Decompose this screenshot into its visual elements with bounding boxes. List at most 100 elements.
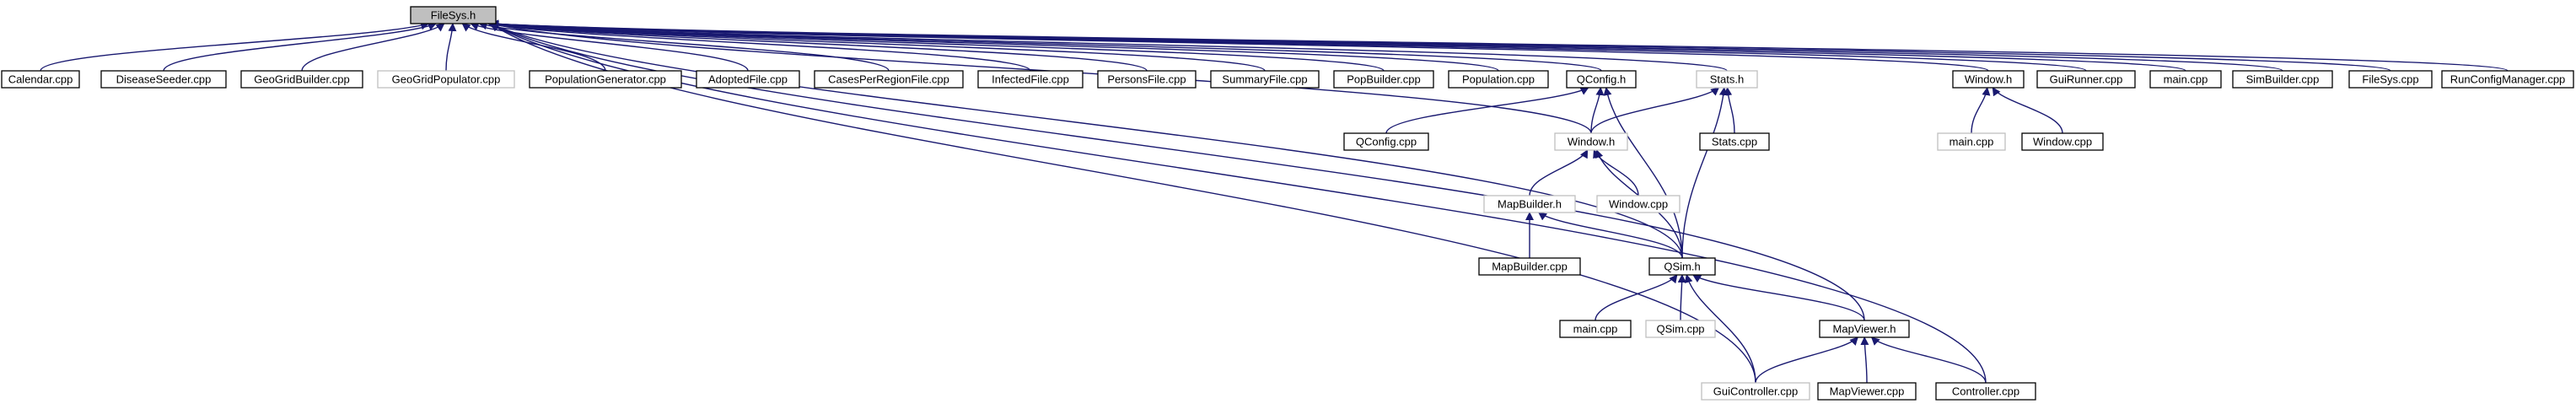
node-label: Stats.h	[1710, 73, 1744, 86]
edge-calendar-to-root	[40, 21, 430, 72]
node-label: QConfig.h	[1577, 73, 1627, 86]
edge-qsimh-to-mapbuilderh	[1538, 212, 1683, 259]
node-populationgenerator[interactable]: PopulationGenerator.cpp	[529, 70, 682, 89]
node-label: GeoGridPopulator.cpp	[392, 73, 501, 86]
node-box	[1210, 70, 1320, 89]
node-label: GuiRunner.cpp	[2050, 73, 2123, 86]
node-mapbuilderh: MapBuilder.h	[1483, 195, 1576, 213]
edge-mapbuilderh-to-windowh_mid	[1529, 149, 1589, 196]
node-box	[377, 70, 515, 89]
node-box	[100, 70, 227, 89]
node-popbuilder[interactable]: PopBuilder.cpp	[1333, 70, 1434, 89]
edge-summaryfile-to-root	[490, 20, 1266, 72]
node-label: PopBuilder.cpp	[1347, 73, 1420, 86]
node-label: Calendar.cpp	[8, 73, 73, 86]
edge-geogridpopulator-to-root	[445, 23, 457, 72]
node-maincpp_top[interactable]: main.cpp	[2149, 70, 2222, 89]
node-box	[1097, 70, 1197, 89]
node-box	[2441, 70, 2574, 89]
node-geogridbuilder[interactable]: GeoGridBuilder.cpp	[240, 70, 363, 89]
node-population[interactable]: Population.cpp	[1448, 70, 1549, 89]
node-box	[1952, 70, 2025, 89]
node-windowcpp_top[interactable]: Window.cpp	[2021, 132, 2104, 151]
node-box	[1819, 320, 1910, 338]
node-box	[240, 70, 363, 89]
edge-qsimh-to-qconfigh	[1603, 87, 1683, 259]
node-mapviewercpp[interactable]: MapViewer.cpp	[1817, 382, 1917, 401]
node-diseaseseeder[interactable]: DiseaseSeeder.cpp	[100, 70, 227, 89]
node-casesperregion[interactable]: CasesPerRegionFile.cpp	[814, 70, 964, 89]
node-label: main.cpp	[2164, 73, 2208, 86]
node-label: SimBuilder.cpp	[2246, 73, 2320, 86]
node-qconfigcpp[interactable]: QConfig.cpp	[1343, 132, 1429, 151]
node-label: SummaryFile.cpp	[1222, 73, 1307, 86]
node-qconfigh[interactable]: QConfig.h	[1566, 70, 1637, 89]
node-controller[interactable]: Controller.cpp	[1935, 382, 2036, 401]
edge-statsh-to-root	[490, 19, 1728, 72]
node-label: Population.cpp	[1462, 73, 1535, 86]
node-box	[2021, 132, 2104, 151]
node-box	[1333, 70, 1434, 89]
node-label: PopulationGenerator.cpp	[545, 73, 666, 86]
node-label: Stats.cpp	[1712, 136, 1757, 148]
node-label: RunConfigManager.cpp	[2450, 73, 2566, 86]
node-summaryfile[interactable]: SummaryFile.cpp	[1210, 70, 1320, 89]
node-box	[814, 70, 964, 89]
node-statscpp[interactable]: Stats.cpp	[1699, 132, 1770, 151]
node-filesyscpp[interactable]: FileSys.cpp	[2348, 70, 2433, 89]
node-mapbuildercpp[interactable]: MapBuilder.cpp	[1478, 257, 1581, 276]
edge-mapviewerh-to-qsimh	[1692, 274, 1865, 321]
node-box	[2348, 70, 2433, 89]
node-runconfigmanager[interactable]: RunConfigManager.cpp	[2441, 70, 2574, 89]
edge-windowh_mid-to-qconfigh	[1590, 87, 1605, 134]
node-box	[2149, 70, 2222, 89]
node-windowh_mid: Window.h	[1554, 132, 1628, 151]
node-label: AdoptedFile.cpp	[708, 73, 788, 86]
node-box	[1696, 70, 1758, 89]
edge-qsimh-to-root	[490, 23, 1683, 259]
node-adoptedfile[interactable]: AdoptedFile.cpp	[696, 70, 800, 89]
node-label: QSim.cpp	[1656, 323, 1704, 336]
edge-personsfile-to-root	[490, 20, 1148, 72]
node-calendar[interactable]: Calendar.cpp	[1, 70, 80, 89]
node-label: InfectedFile.cpp	[992, 73, 1069, 86]
node-statsh: Stats.h	[1696, 70, 1758, 89]
node-geogridpopulator: GeoGridPopulator.cpp	[377, 70, 515, 89]
node-label: MapViewer.cpp	[1830, 385, 1905, 398]
node-box	[1701, 382, 1810, 401]
edge-geogridbuilder-to-root	[301, 23, 445, 72]
node-mapviewerh[interactable]: MapViewer.h	[1819, 320, 1910, 338]
node-maincpp_qsim[interactable]: main.cpp	[1559, 320, 1632, 338]
node-box	[529, 70, 682, 89]
node-box	[1937, 132, 2006, 151]
node-windowh_top[interactable]: Window.h	[1952, 70, 2025, 89]
edge-infectedfile-to-root	[487, 20, 1031, 72]
node-qsimh[interactable]: QSim.h	[1648, 257, 1716, 276]
node-personsfile[interactable]: PersonsFile.cpp	[1097, 70, 1197, 89]
node-simbuilder[interactable]: SimBuilder.cpp	[2232, 70, 2333, 89]
node-box	[1935, 382, 2036, 401]
node-label: GuiController.cpp	[1713, 385, 1798, 398]
edge-diseaseseeder-to-root	[163, 22, 437, 72]
node-label: Window.cpp	[1609, 198, 1668, 211]
node-label: DiseaseSeeder.cpp	[116, 73, 212, 86]
edge-maincpp_qsim-to-qsimh	[1595, 274, 1678, 321]
node-qsimcpp: QSim.cpp	[1645, 320, 1716, 338]
node-root[interactable]: FileSys.h	[410, 6, 497, 24]
node-box	[977, 70, 1084, 89]
node-guicontroller: GuiController.cpp	[1701, 382, 1810, 401]
node-guirunner[interactable]: GuiRunner.cpp	[2036, 70, 2136, 89]
node-label: FileSys.cpp	[2362, 73, 2418, 86]
edge-qsimcpp-to-qsimh	[1677, 274, 1686, 321]
node-label: Window.h	[1568, 136, 1615, 148]
node-infectedfile[interactable]: InfectedFile.cpp	[977, 70, 1084, 89]
node-box	[2232, 70, 2333, 89]
node-label: FileSys.h	[431, 9, 476, 22]
node-box	[1483, 195, 1576, 213]
edge-qsimh-to-statsh	[1681, 87, 1728, 259]
node-box	[1559, 320, 1632, 338]
edge-mapviewercpp-to-mapviewerh	[1860, 336, 1869, 384]
node-label: MapBuilder.h	[1498, 198, 1562, 211]
